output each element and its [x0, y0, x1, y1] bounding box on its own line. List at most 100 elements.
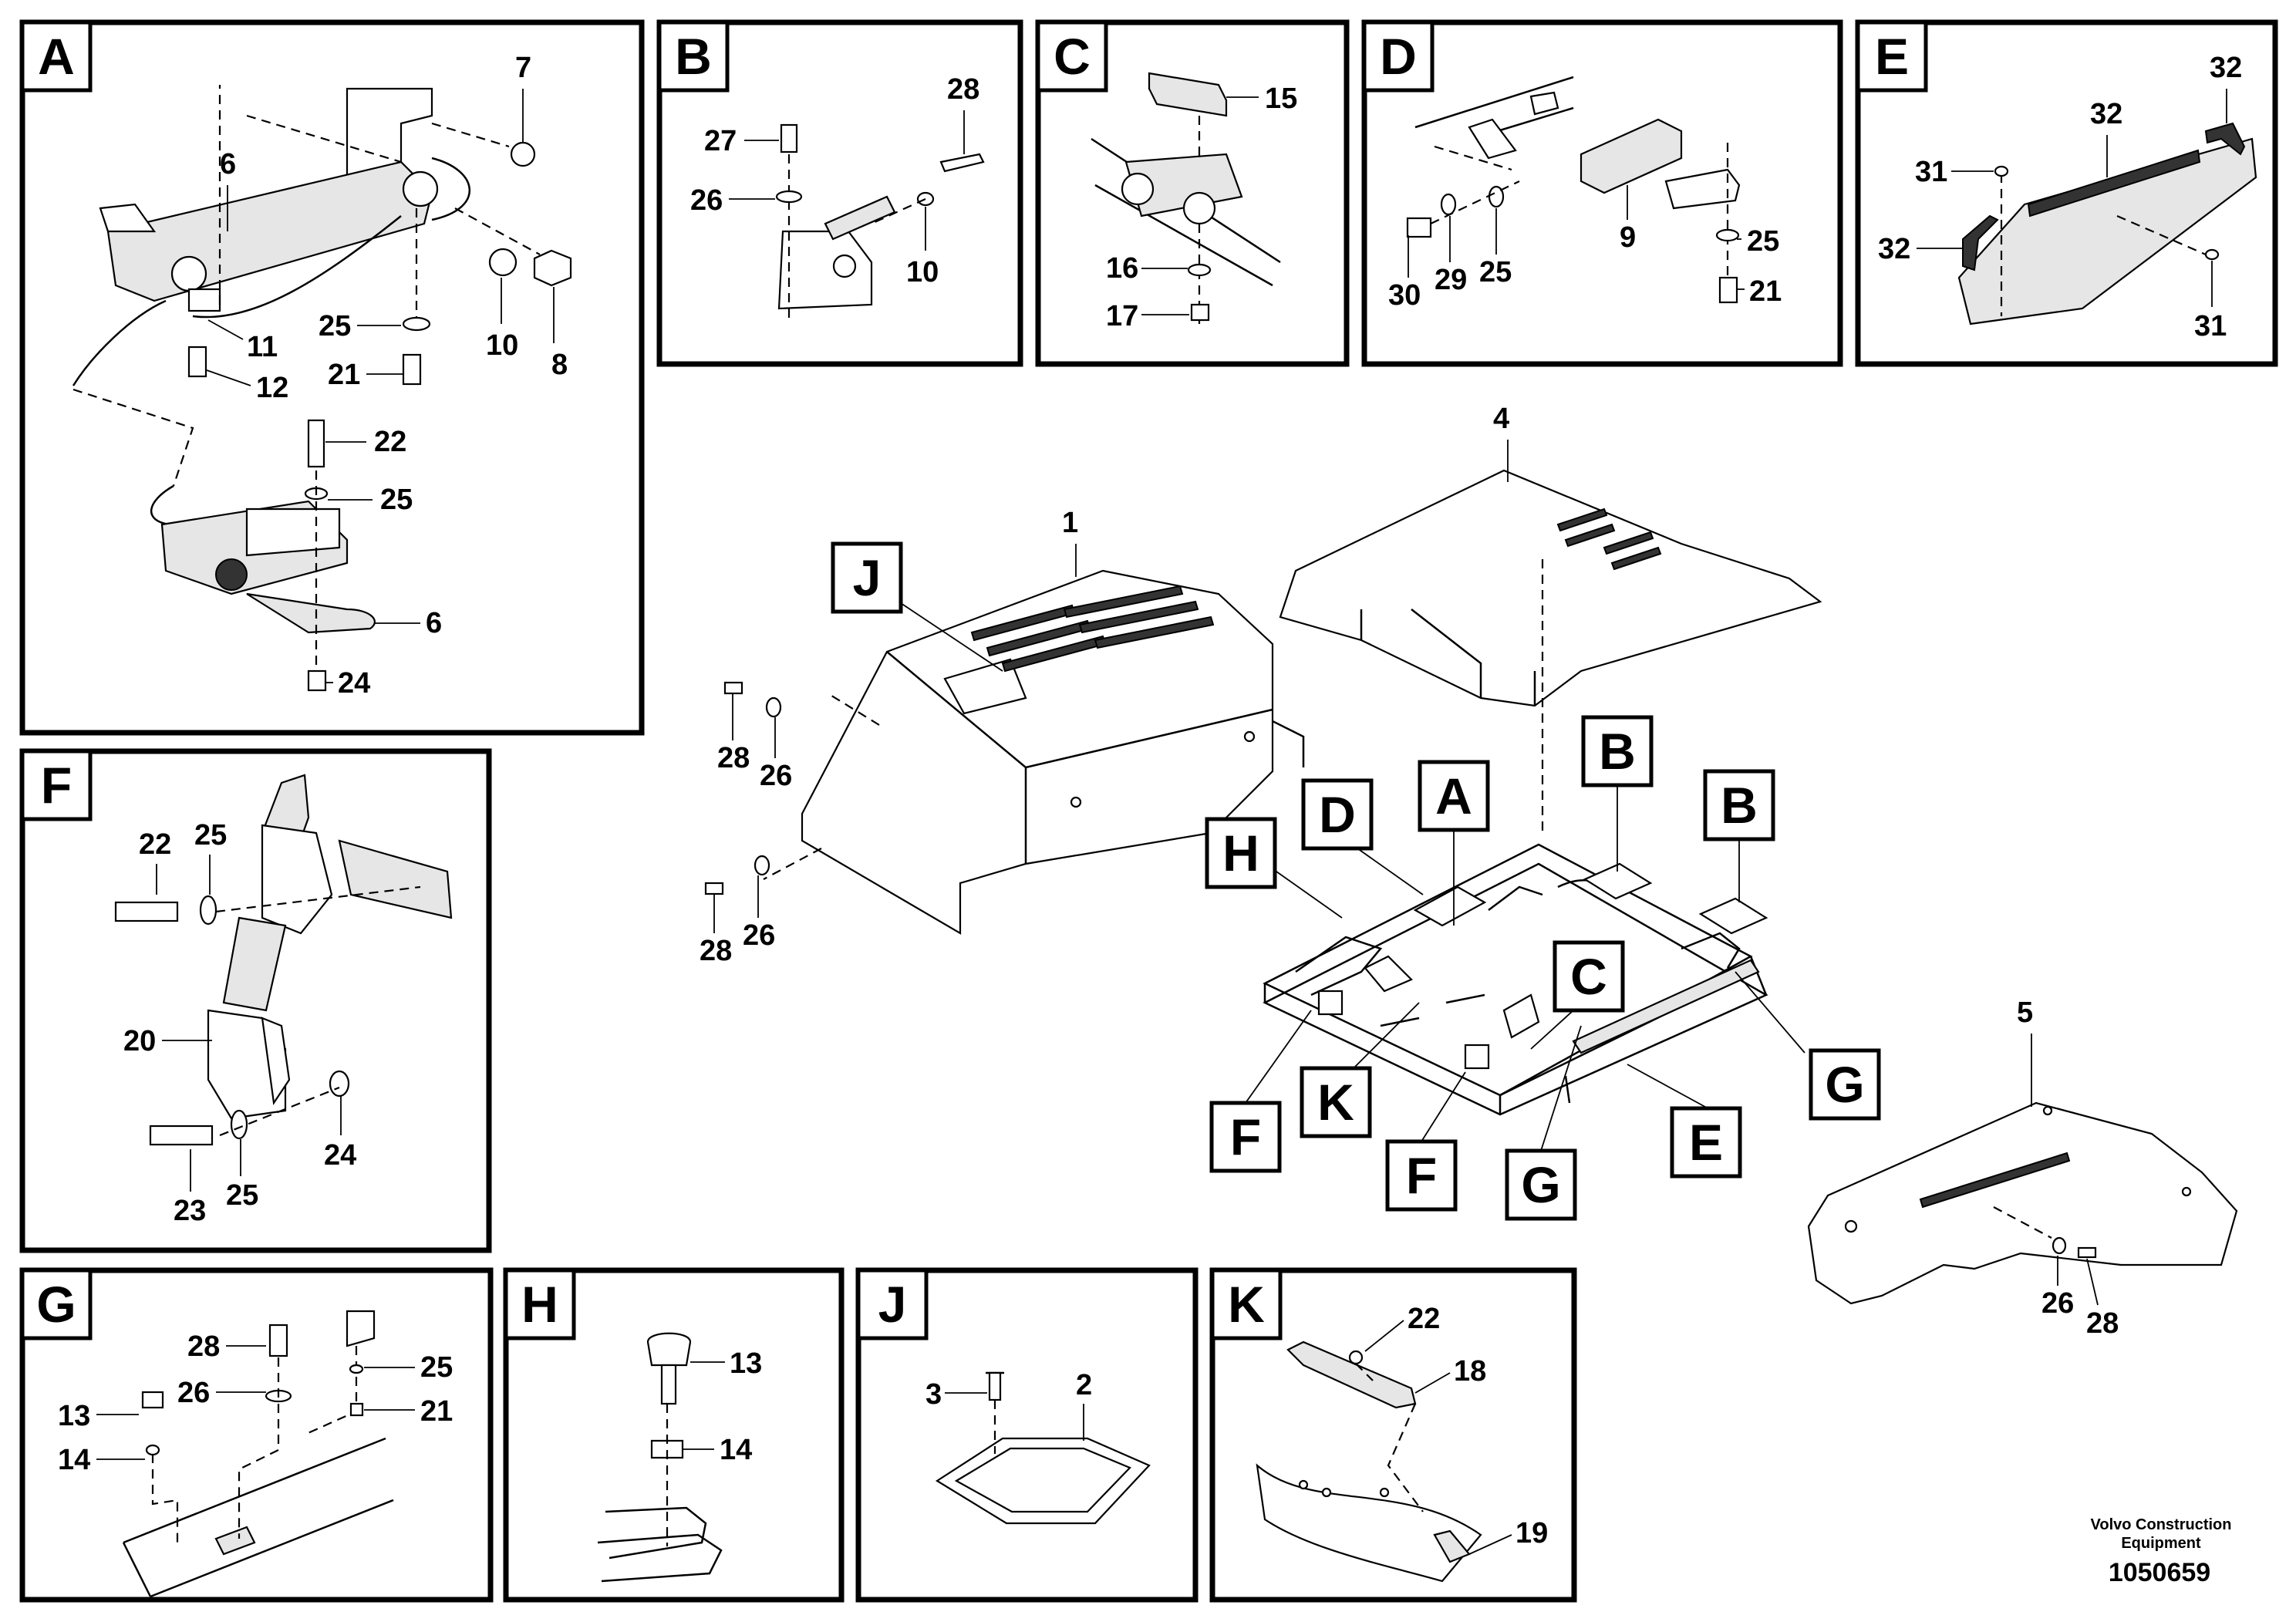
- callout: 26: [2041, 1287, 2074, 1320]
- bumper-c-art: [1091, 72, 1281, 324]
- panel-k: K 22 18 19: [1209, 1267, 1577, 1603]
- callout: 25: [226, 1179, 258, 1212]
- panel-j-letter: J: [878, 1276, 907, 1333]
- view-label-d: D: [1319, 786, 1356, 843]
- callout: 31: [1915, 156, 1947, 188]
- cover-5-art: [1807, 1101, 2238, 1305]
- callout: 25: [194, 819, 227, 851]
- callout: 1: [1062, 507, 1078, 539]
- view-label-g2: G: [1521, 1156, 1560, 1213]
- callout: 15: [1265, 83, 1297, 115]
- view-label-f2: F: [1406, 1147, 1437, 1204]
- callout: 14: [720, 1434, 752, 1466]
- callout: 21: [1749, 275, 1782, 308]
- callout: 22: [139, 828, 171, 861]
- callout: 20: [123, 1025, 156, 1057]
- view-label-e: E: [1689, 1114, 1723, 1171]
- callouts-j: 3 2: [925, 1369, 1092, 1441]
- panel-h-letter: H: [521, 1276, 558, 1333]
- callout: 4: [1493, 403, 1509, 435]
- credit-line-1: Volvo Construction: [2091, 1516, 2232, 1533]
- callout: 21: [420, 1395, 453, 1428]
- callout: 26: [177, 1377, 210, 1409]
- callout: 28: [947, 73, 979, 106]
- callout: 19: [1515, 1517, 1548, 1549]
- callout: 30: [1388, 279, 1421, 312]
- panel-g: G 28 26 25 21 13: [19, 1267, 494, 1603]
- view-label-b: B: [1599, 723, 1636, 780]
- callouts-c: 15 16 17: [1106, 83, 1297, 332]
- callout: 25: [420, 1351, 453, 1384]
- callouts-a: 7 6 11 12 25 21 10 8 22 25 6 24: [206, 52, 568, 700]
- panel-f-letter: F: [41, 757, 72, 814]
- view-label-k: K: [1317, 1074, 1354, 1131]
- callout: 24: [324, 1139, 356, 1172]
- panel-b-letter: B: [675, 28, 712, 85]
- panel-e: E 32 32 31 32 31: [1855, 19, 2278, 367]
- panel-k-letter: K: [1228, 1276, 1265, 1333]
- latch-f-art: [114, 774, 453, 1146]
- panel-c-letter: C: [1054, 28, 1091, 85]
- panel-h: H 13 14: [503, 1267, 845, 1603]
- panel-d-letter: D: [1380, 28, 1417, 85]
- callout: 25: [1479, 256, 1512, 288]
- callout: 8: [551, 349, 568, 381]
- callout: 12: [256, 372, 288, 404]
- view-label-f: F: [1230, 1108, 1261, 1165]
- panel-a-letter: A: [38, 28, 75, 85]
- callout: 22: [374, 426, 406, 458]
- callout: 26: [760, 760, 792, 792]
- callout: 28: [717, 742, 750, 774]
- main-callouts: 1 4 5 28 26 28 26 26 28: [700, 403, 2119, 1340]
- cover-1-art: [704, 569, 1305, 935]
- cover-4-art: [1279, 469, 1822, 833]
- main-assembly: 1 4 5 28 26 28 26 26 28 J D: [700, 403, 2238, 1340]
- callout: 24: [338, 667, 370, 700]
- cover-e-art: [1957, 122, 2257, 325]
- callout: 25: [1747, 225, 1779, 258]
- view-label-h: H: [1222, 824, 1259, 882]
- callout: 32: [2090, 98, 2122, 130]
- callout: 27: [704, 125, 737, 157]
- view-label-j: J: [853, 549, 882, 606]
- callout: 3: [925, 1378, 942, 1411]
- rail-g-art: [122, 1310, 394, 1598]
- bumper-d-art: [1406, 76, 1741, 304]
- drawing-number: 1050659: [2109, 1558, 2210, 1587]
- panel-d: D 9 25 21 30 29: [1361, 19, 1843, 367]
- callout: 22: [1408, 1303, 1440, 1335]
- callout: 29: [1435, 264, 1467, 296]
- callout: 13: [58, 1400, 90, 1432]
- panel-e-letter: E: [1875, 28, 1909, 85]
- callouts-g: 28 26 25 21 13 14: [58, 1330, 453, 1476]
- callout: 32: [2210, 52, 2242, 84]
- callout: 10: [486, 329, 518, 362]
- callout: 32: [1878, 233, 1910, 265]
- callout: 17: [1106, 300, 1138, 332]
- callout: 18: [1454, 1355, 1486, 1388]
- credit-line-2: Equipment: [2121, 1535, 2201, 1552]
- footer: Volvo Construction Equipment 1050659: [2091, 1516, 2232, 1587]
- callouts-f: 22 25 20 23 25 24: [123, 819, 356, 1227]
- callout: 28: [2086, 1307, 2119, 1340]
- callout: 9: [1620, 221, 1636, 254]
- callout: 14: [58, 1444, 90, 1476]
- callouts-h: 13 14: [683, 1347, 762, 1466]
- panel-g-letter: G: [36, 1276, 76, 1333]
- callout: 25: [380, 484, 413, 516]
- panel-b: B 28 27 26 10: [656, 19, 1023, 367]
- panel-j: J 3 2: [855, 1267, 1199, 1603]
- view-label-a: A: [1435, 767, 1472, 824]
- view-label-c: C: [1570, 948, 1607, 1005]
- hinge-assembly-art: [72, 85, 572, 692]
- callouts-k: 22 18 19: [1364, 1303, 1548, 1555]
- callout: 31: [2194, 310, 2227, 342]
- callout: 26: [743, 919, 775, 952]
- callout: 23: [174, 1195, 206, 1227]
- panel-c: C 15 16 17: [1035, 19, 1350, 367]
- callout: 10: [906, 256, 939, 288]
- callout: 28: [700, 935, 732, 967]
- panel-f: F 22 25 20 23 25 24: [19, 748, 492, 1253]
- view-label-b2: B: [1721, 777, 1758, 834]
